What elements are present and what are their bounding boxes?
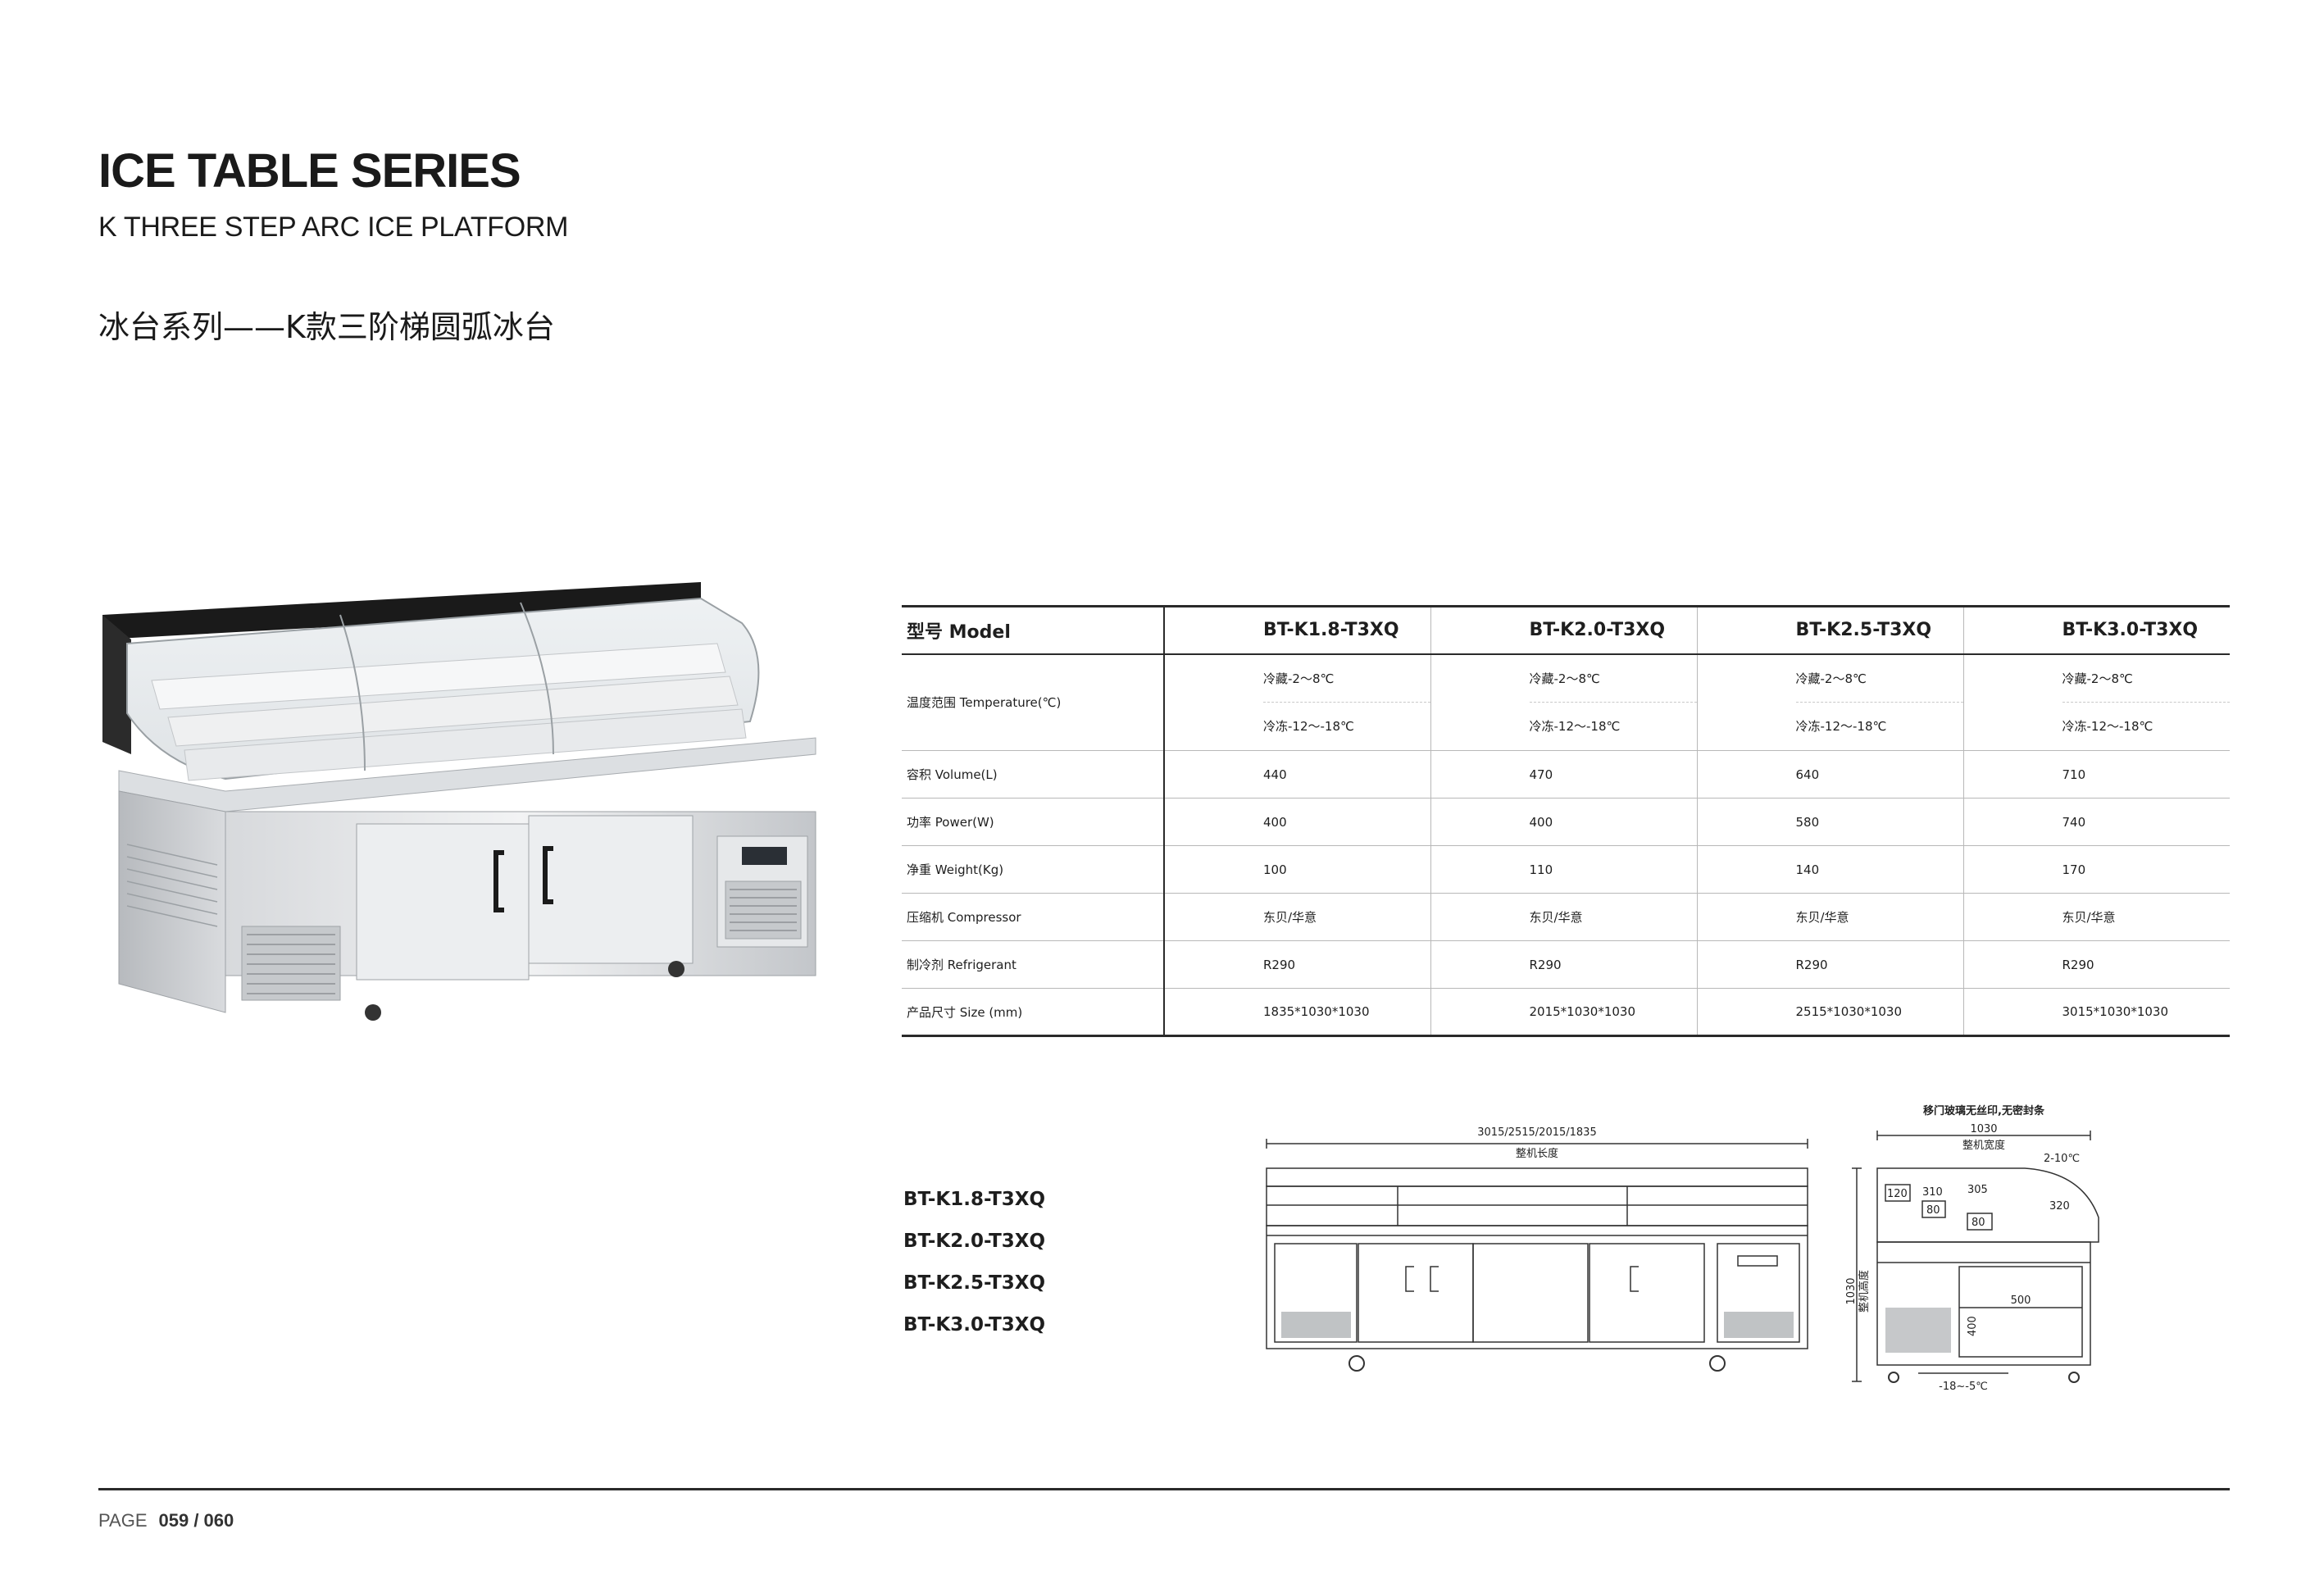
temperature-cell: 冷藏-2～8℃ 冷冻-12～-18℃ xyxy=(1163,653,1430,751)
page-indicator: PAGE 059 / 060 xyxy=(98,1510,234,1531)
table-row-weight: 净重 Weight(Kg) 100 110 140 170 xyxy=(902,845,2230,894)
table-cell: 400 xyxy=(1430,798,1697,846)
dim-80: 80 xyxy=(1926,1204,1940,1217)
table-cell: 100 xyxy=(1163,845,1430,894)
table-cell: 东贝/华意 xyxy=(1962,893,2230,941)
table-cell: R290 xyxy=(1430,940,1697,989)
table-cell: 东贝/华意 xyxy=(1430,893,1697,941)
temperature-cell: 冷藏-2～8℃ 冷冻-12～-18℃ xyxy=(1962,653,2230,751)
series-title-chinese: 冰台系列——K款三阶梯圆弧冰台 xyxy=(98,309,555,345)
dim-310: 310 xyxy=(1922,1186,1943,1199)
list-item: BT-K3.0-T3XQ xyxy=(903,1314,1046,1335)
list-item: BT-K2.0-T3XQ xyxy=(903,1231,1046,1252)
row-label: 温度范围 Temperature(℃) xyxy=(907,695,1062,711)
height-value: 1030 xyxy=(1845,1277,1858,1304)
top-temp: 2-10℃ xyxy=(2044,1153,2080,1165)
table-cell: 740 xyxy=(1962,798,2230,846)
row-label: 压缩机 Compressor xyxy=(907,910,1021,925)
table-row-volume: 容积 Volume(L) 440 470 640 710 xyxy=(902,750,2230,799)
row-label: 功率 Power(W) xyxy=(907,815,994,830)
model-column-header: BT-K1.8-T3XQ xyxy=(1163,606,1430,654)
table-row-refrigerant: 制冷剂 Refrigerant R290 R290 R290 R290 xyxy=(902,940,2230,989)
height-label: 整机高度 xyxy=(1858,1270,1871,1313)
table-row-power: 功率 Power(W) 400 400 580 740 xyxy=(902,798,2230,846)
table-cell: 470 xyxy=(1430,750,1697,799)
table-cell: 400 xyxy=(1163,798,1430,846)
length-label: 整机长度 xyxy=(1516,1147,1558,1160)
table-cell: R290 xyxy=(1696,940,1963,989)
table-cell: 710 xyxy=(1962,750,2230,799)
bottom-temp: -18~-5℃ xyxy=(1939,1381,1988,1393)
table-cell: R290 xyxy=(1163,940,1430,989)
series-title: ICE TABLE SERIES xyxy=(98,144,521,198)
page-number: 059 / 060 xyxy=(158,1510,234,1531)
series-subtitle: K THREE STEP ARC ICE PLATFORM xyxy=(98,212,569,243)
table-cell: 2015*1030*1030 xyxy=(1430,988,1697,1036)
table-cell: 2515*1030*1030 xyxy=(1696,988,1963,1036)
chill-temp: 冷藏-2～8℃ xyxy=(1795,655,1963,703)
table-cell: 140 xyxy=(1696,845,1963,894)
footer-divider xyxy=(98,1488,2230,1490)
row-label: 制冷剂 Refrigerant xyxy=(907,958,1016,972)
dim-305: 305 xyxy=(1967,1184,1988,1196)
length-values: 3015/2515/2015/1835 xyxy=(1477,1126,1596,1139)
page-label: PAGE xyxy=(98,1510,148,1531)
dim-320: 320 xyxy=(2049,1200,2070,1213)
table-cell: 170 xyxy=(1962,845,2230,894)
side-view-drawing: 移门玻璃无丝印,无密封条 1030 整机宽度 2-10℃ 120 310 305… xyxy=(1845,1104,2099,1393)
table-cell: 110 xyxy=(1430,845,1697,894)
table-cell: R290 xyxy=(1962,940,2230,989)
table-cell: 1835*1030*1030 xyxy=(1163,988,1430,1036)
table-cell: 440 xyxy=(1163,750,1430,799)
temperature-cell: 冷藏-2～8℃ 冷冻-12～-18℃ xyxy=(1430,653,1697,751)
width-value: 1030 xyxy=(1970,1123,1997,1135)
chill-temp: 冷藏-2～8℃ xyxy=(1529,655,1697,703)
model-column-header: BT-K3.0-T3XQ xyxy=(1962,606,2230,654)
row-label: 容积 Volume(L) xyxy=(907,767,998,782)
freeze-temp: 冷冻-12～-18℃ xyxy=(1263,719,1354,735)
list-item: BT-K2.5-T3XQ xyxy=(903,1272,1046,1294)
table-row-size: 产品尺寸 Size (mm) 1835*1030*1030 2015*1030*… xyxy=(902,988,2230,1036)
freeze-temp: 冷冻-12～-18℃ xyxy=(1529,719,1621,735)
row-label: 产品尺寸 Size (mm) xyxy=(907,1004,1023,1020)
temperature-cell: 冷藏-2～8℃ 冷冻-12～-18℃ xyxy=(1696,653,1963,751)
freeze-temp: 冷冻-12～-18℃ xyxy=(1795,719,1887,735)
table-row-temperature: 温度范围 Temperature(℃) 冷藏-2～8℃ 冷冻-12～-18℃ 冷… xyxy=(902,653,2230,751)
chill-temp: 冷藏-2～8℃ xyxy=(2062,655,2230,703)
chill-temp: 冷藏-2～8℃ xyxy=(1263,655,1430,703)
table-row-compressor: 压缩机 Compressor 东贝/华意 东贝/华意 东贝/华意 东贝/华意 xyxy=(902,893,2230,941)
list-item: BT-K1.8-T3XQ xyxy=(903,1189,1046,1210)
table-cell: 东贝/华意 xyxy=(1696,893,1963,941)
width-label: 整机宽度 xyxy=(1962,1139,2005,1152)
table-cell: 640 xyxy=(1696,750,1963,799)
table-header-row: 型号 Model BT-K1.8-T3XQ BT-K2.0-T3XQ BT-K2… xyxy=(902,606,2230,654)
model-column-header: BT-K2.0-T3XQ xyxy=(1430,606,1697,654)
spec-table: 型号 Model BT-K1.8-T3XQ BT-K2.0-T3XQ BT-K2… xyxy=(902,605,2230,1037)
table-cell: 3015*1030*1030 xyxy=(1962,988,2230,1036)
models-list: BT-K1.8-T3XQ BT-K2.0-T3XQ BT-K2.5-T3XQ B… xyxy=(903,1179,1045,1346)
front-view-drawing: 3015/2515/2015/1835 整机长度 xyxy=(1266,1126,1808,1372)
table-cell: 东贝/华意 xyxy=(1163,893,1430,941)
dim-400: 400 xyxy=(1967,1316,1979,1336)
table-cell: 580 xyxy=(1696,798,1963,846)
row-label: 净重 Weight(Kg) xyxy=(907,862,1004,877)
drawing-note: 移门玻璃无丝印,无密封条 xyxy=(1923,1104,2045,1117)
dim-500: 500 xyxy=(2011,1295,2031,1307)
product-photo xyxy=(102,582,816,1021)
model-header: 型号 Model xyxy=(907,621,1011,643)
freeze-temp: 冷冻-12～-18℃ xyxy=(2062,719,2153,735)
dim-120: 120 xyxy=(1887,1188,1908,1200)
dim-80: 80 xyxy=(1972,1217,1985,1229)
model-column-header: BT-K2.5-T3XQ xyxy=(1696,606,1963,654)
